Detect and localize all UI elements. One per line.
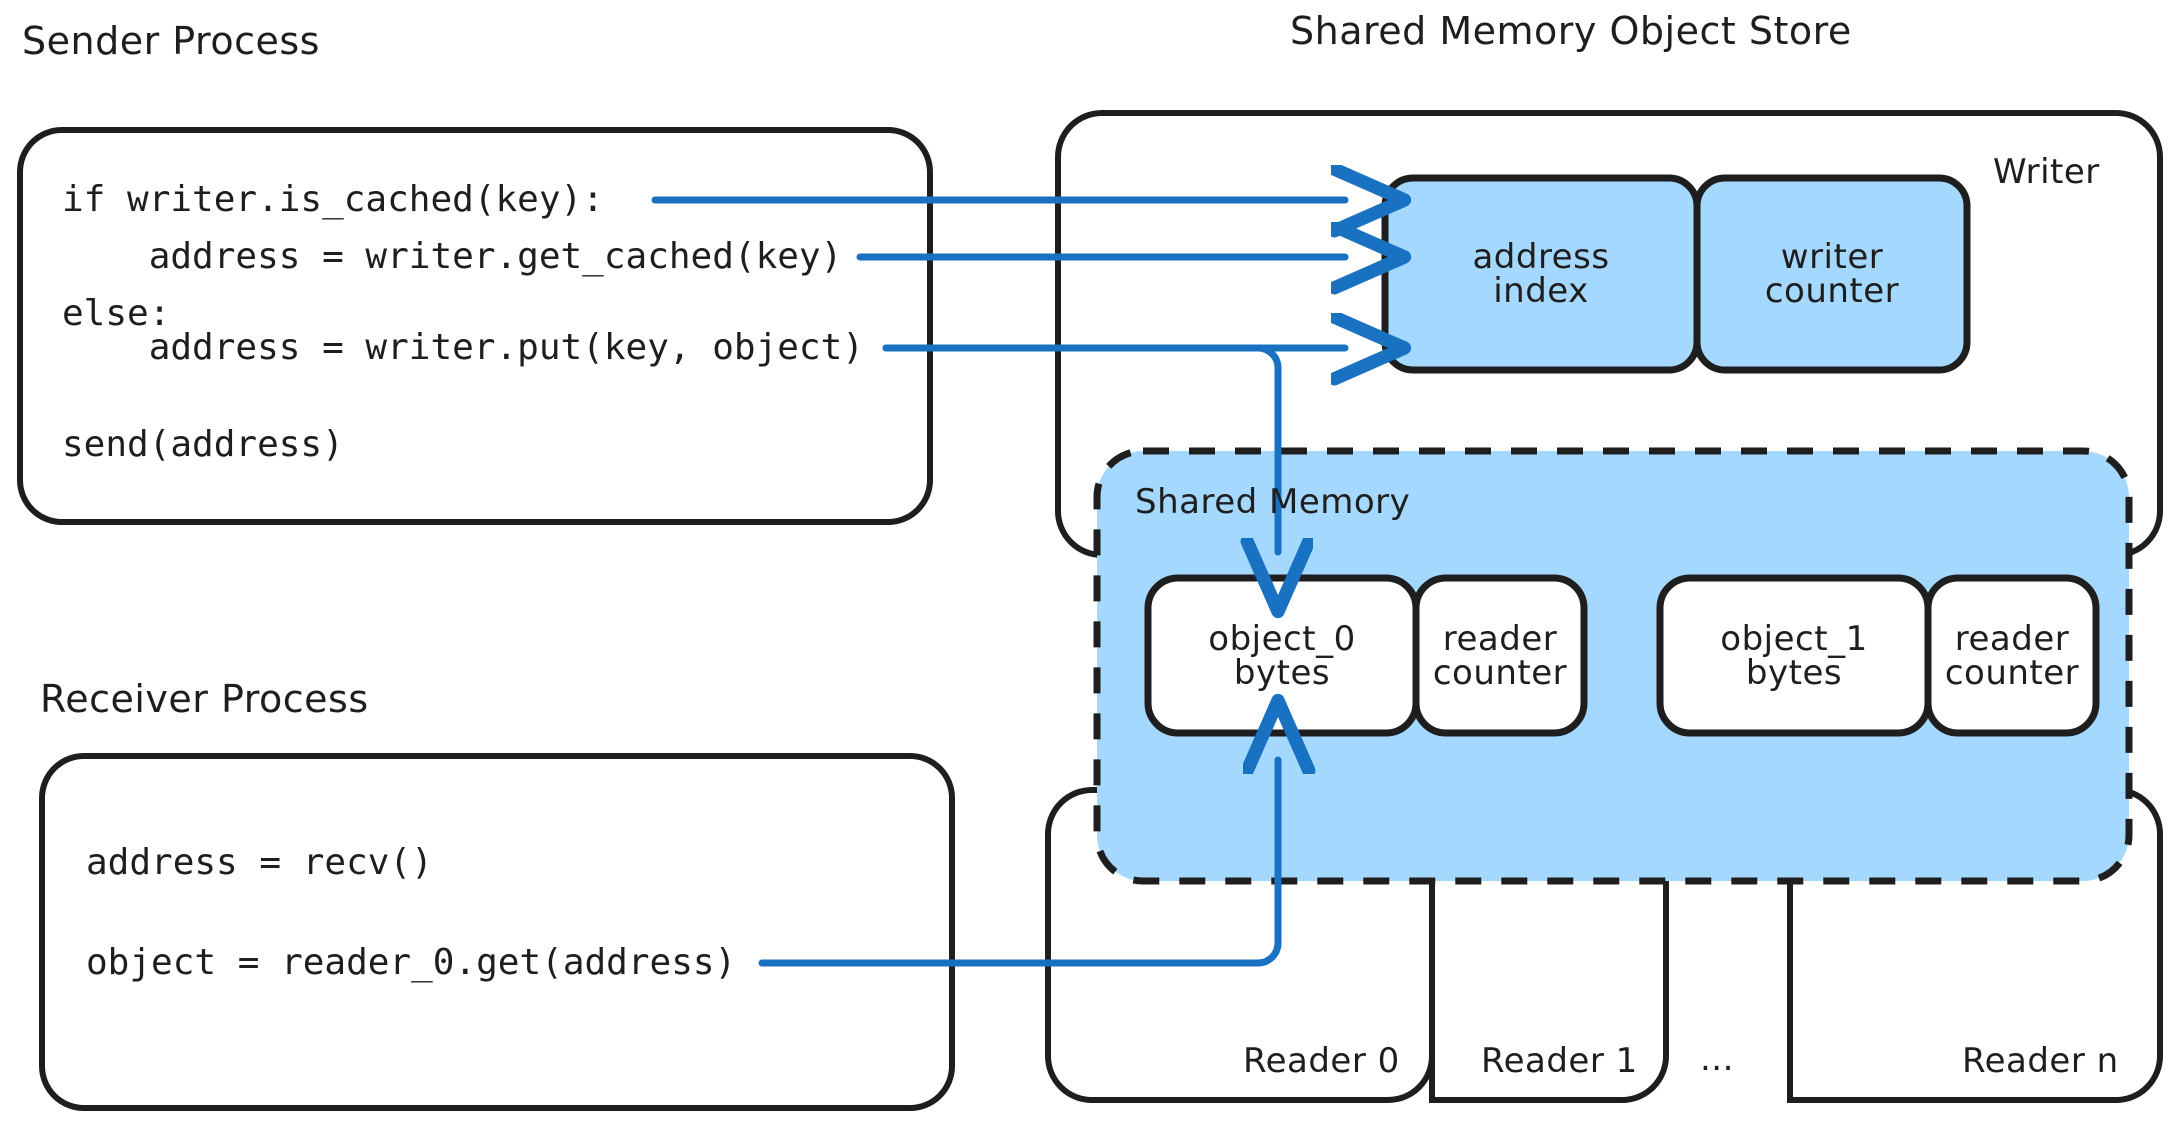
object-1-line1: object_1 xyxy=(1720,618,1868,659)
writer-counter-slot xyxy=(1693,174,1971,374)
object-0-line1: object_0 xyxy=(1208,618,1356,659)
object-0-bytes-label: object_0 bytes xyxy=(1148,578,1416,733)
sender-code-line-3: address = writer.put(key, object) xyxy=(62,327,864,368)
receiver-process-title: Receiver Process xyxy=(40,677,369,721)
object-1-reader-counter-label: reader counter xyxy=(1928,578,2096,733)
sender-code-line-0: if writer.is_cached(key): xyxy=(62,179,604,220)
object-1-counter-line2: counter xyxy=(1944,652,2080,693)
object-1-counter-line1: reader xyxy=(1954,618,2070,659)
arrow-reader-get-to-object-0 xyxy=(758,760,1278,967)
reader-n-label: Reader n xyxy=(1962,1041,2119,1081)
object-1-bytes-label: object_1 bytes xyxy=(1660,578,1928,733)
object-1-reader-counter-slot xyxy=(1924,574,2100,737)
object-0-line2: bytes xyxy=(1233,652,1331,693)
writer-counter-label: writer counter xyxy=(1697,178,1967,370)
object-1-line2: bytes xyxy=(1745,652,1843,693)
reader-1-label: Reader 1 xyxy=(1481,1041,1638,1081)
object-0-counter-line1: reader xyxy=(1442,618,1558,659)
shared-memory-label: Shared Memory xyxy=(1135,482,1411,522)
sender-process-title: Sender Process xyxy=(22,19,320,63)
address-index-line2: index xyxy=(1493,271,1589,311)
receiver-process-box xyxy=(39,753,955,1111)
receiver-code-line-2: object = reader_0.get(address) xyxy=(86,942,737,983)
object-0-reader-counter-slot xyxy=(1412,574,1588,737)
sender-code-line-1: address = writer.get_cached(key) xyxy=(62,236,843,277)
writer-counter-line2: counter xyxy=(1764,271,1900,311)
address-index-label: address index xyxy=(1385,178,1697,370)
readers-ellipsis: ... xyxy=(1700,1039,1734,1079)
writer-counter-line1: writer xyxy=(1780,237,1884,277)
address-index-line1: address xyxy=(1472,237,1610,277)
sender-code-line-5: send(address) xyxy=(62,424,344,465)
writer-label: Writer xyxy=(1993,152,2100,192)
sender-process-box xyxy=(17,127,933,525)
object-0-reader-counter-label: reader counter xyxy=(1416,578,1584,733)
reader-0-label: Reader 0 xyxy=(1243,1041,1400,1081)
shared-memory-region xyxy=(1093,447,2133,885)
receiver-code-line-0: address = recv() xyxy=(86,842,433,883)
store-title: Shared Memory Object Store xyxy=(1290,9,1852,53)
sender-code-line-2: else: xyxy=(62,293,171,334)
arrow-put-to-object-0 xyxy=(882,344,1278,552)
object-0-counter-line2: counter xyxy=(1432,652,1568,693)
